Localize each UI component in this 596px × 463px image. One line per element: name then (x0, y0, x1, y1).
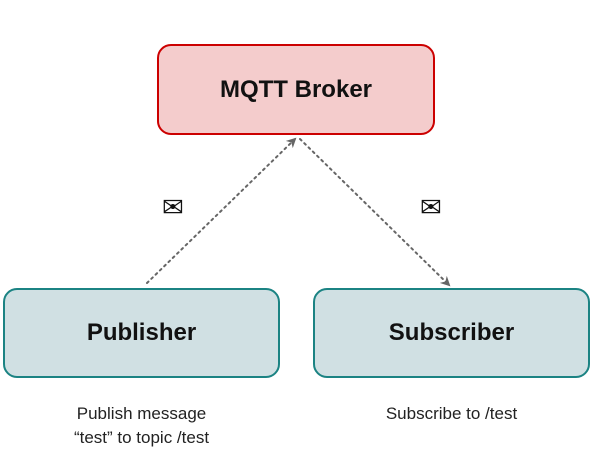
edge-publisher-to-broker (146, 137, 297, 284)
subscriber-caption-line: Subscribe to /test (385, 404, 518, 423)
publisher-node[interactable]: Publisher (3, 288, 280, 378)
edge-broker-to-subscriber (299, 138, 451, 287)
mqtt-broker-node[interactable]: MQTT Broker (157, 44, 435, 135)
publisher-caption-line-2: “test” to topic /test (73, 428, 210, 447)
envelope-icon: ✉ (420, 192, 442, 222)
publisher-label: Publisher (86, 319, 197, 346)
subscriber-caption: Subscribe to /test (313, 402, 590, 426)
subscriber-node[interactable]: Subscriber (313, 288, 590, 378)
mqtt-broker-label: MQTT Broker (219, 75, 372, 103)
publisher-caption-line-1: Publish message (76, 404, 207, 423)
subscriber-label: Subscriber (388, 319, 515, 346)
publisher-caption: Publish message “test” to topic /test (3, 402, 280, 450)
envelope-icon: ✉ (162, 192, 184, 222)
